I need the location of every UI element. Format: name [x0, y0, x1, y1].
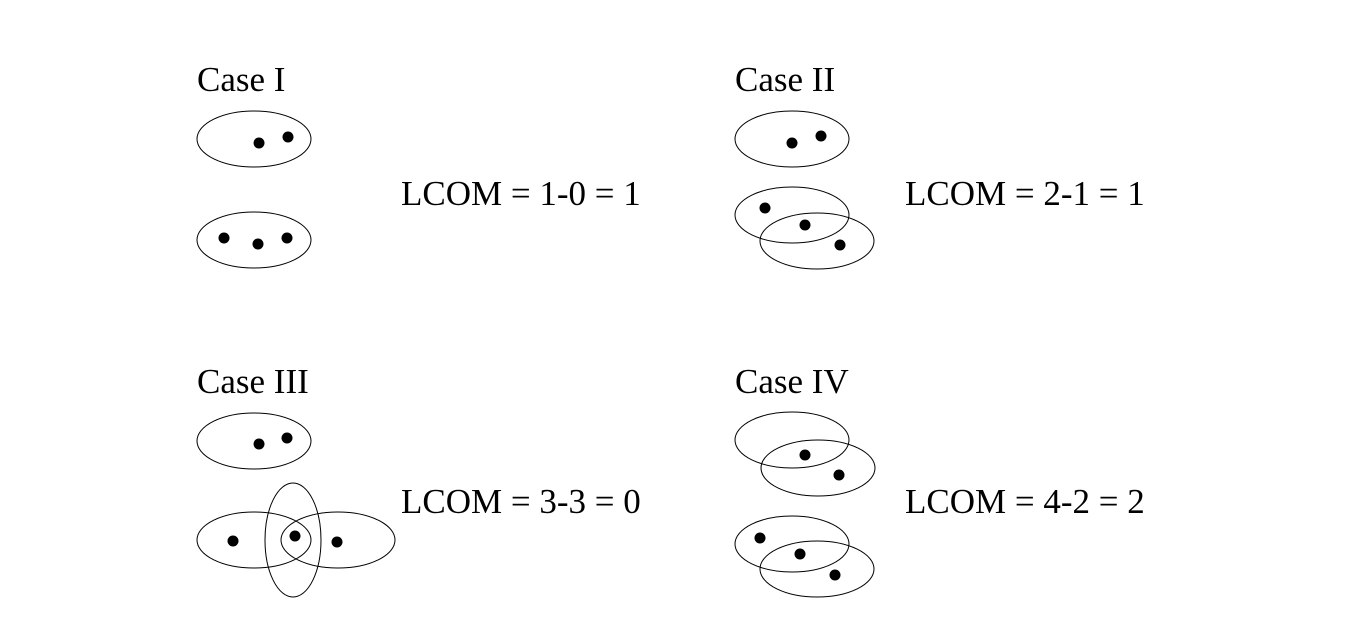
case-1-panel: Case I LCOM = 1-0 = 1: [196, 60, 757, 310]
method-set-ellipse: [196, 211, 312, 269]
lcom-formula: LCOM = 1-0 = 1: [401, 174, 641, 213]
case-title: Case IV: [735, 362, 849, 401]
attribute-dot: [829, 569, 841, 581]
attribute-dot: [799, 449, 811, 461]
lcom-formula: LCOM = 3-3 = 0: [401, 482, 641, 521]
method-set-ellipse: [734, 186, 850, 244]
attribute-dot: [253, 137, 265, 149]
attribute-dot: [218, 232, 230, 244]
case-4-panel: Case IV LCOM = 4-2 = 2: [734, 362, 1295, 612]
case-title: Case II: [735, 60, 836, 99]
case-1-diagram: [196, 110, 312, 269]
attribute-dot: [227, 535, 239, 547]
case-3-diagram: [196, 412, 396, 598]
method-set-ellipse: [760, 439, 876, 497]
method-set-ellipse: [196, 110, 312, 168]
case-title: Case I: [197, 60, 286, 99]
attribute-dot: [252, 238, 264, 250]
lcom-formula: LCOM = 2-1 = 1: [905, 174, 1145, 213]
method-set-ellipse: [196, 511, 312, 569]
attribute-dot: [289, 530, 301, 542]
attribute-dot: [815, 130, 827, 142]
method-set-ellipse: [759, 212, 875, 270]
method-set-ellipse: [264, 482, 322, 598]
attribute-dot: [834, 239, 846, 251]
method-set-ellipse: [734, 110, 850, 168]
attribute-dot: [794, 548, 806, 560]
lcom-formula: LCOM = 4-2 = 2: [905, 482, 1145, 521]
attribute-dot: [786, 137, 798, 149]
attribute-dot: [754, 532, 766, 544]
attribute-dot: [281, 232, 293, 244]
case-title: Case III: [197, 362, 309, 401]
method-set-ellipse: [734, 515, 850, 573]
case-2-panel: Case II LCOM = 2-1 = 1: [734, 60, 1295, 310]
attribute-dot: [281, 432, 293, 444]
attribute-dot: [799, 219, 811, 231]
attribute-dot: [282, 131, 294, 143]
case-2-diagram: [734, 110, 875, 270]
attribute-dot: [759, 202, 771, 214]
case-4-diagram: [734, 411, 876, 598]
attribute-dot: [833, 469, 845, 481]
method-set-ellipse: [759, 540, 875, 598]
method-set-ellipse: [734, 411, 850, 469]
attribute-dot: [253, 438, 265, 450]
case-3-panel: Case III LCOM = 3-3 = 0: [196, 362, 757, 612]
method-set-ellipse: [280, 511, 396, 569]
method-set-ellipse: [196, 412, 312, 470]
attribute-dot: [331, 536, 343, 548]
